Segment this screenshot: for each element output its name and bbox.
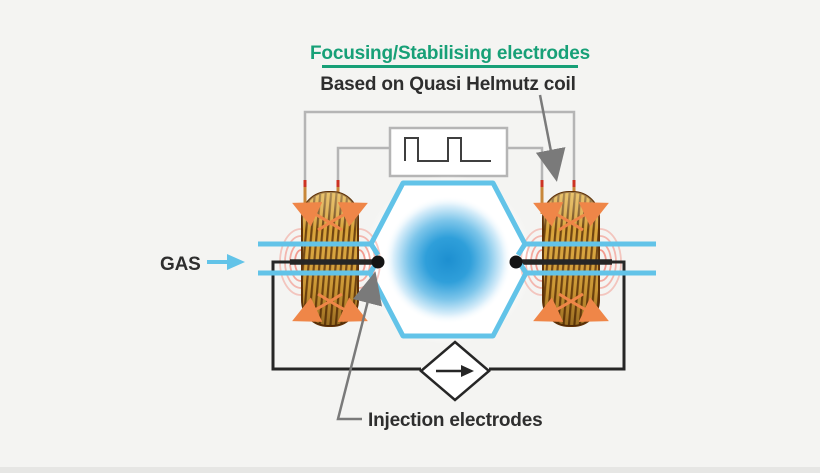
electrode-tip-left: [371, 255, 385, 269]
tube-lower: [258, 270, 656, 339]
arrow-down-right: [317, 292, 368, 322]
diagram-subtitle: Based on Quasi Helmutz coil: [320, 74, 575, 95]
arrow-down-right: [558, 292, 609, 322]
outer-wire: [303, 110, 576, 184]
gas-flow-arrow-head: [227, 254, 245, 270]
annotation-arrow-injection: [336, 271, 383, 421]
lead-tip: [336, 180, 340, 187]
gas-tubes: [258, 180, 656, 339]
injection-label: Injection electrodes: [368, 410, 542, 431]
coil-right: [540, 180, 600, 327]
diagram-title: Focusing/Stabilising electrodes: [310, 43, 590, 64]
arrow-up-right: [317, 202, 368, 232]
inner-wire-left: [336, 146, 390, 184]
electrode-tip-right: [509, 255, 523, 269]
injection-circuit: [271, 259, 626, 371]
current-source-arrow-head: [461, 365, 474, 377]
arrow-up-left: [533, 202, 584, 232]
tube-upper: [258, 180, 656, 247]
bottom-edge-strip: [0, 467, 820, 473]
title-underline: [322, 65, 578, 68]
square-wave-icon: [404, 137, 491, 162]
annotations: [336, 94, 566, 421]
coil-left: [301, 180, 359, 327]
lead-tip: [303, 180, 307, 187]
lead-tip: [572, 180, 576, 187]
arrow-up-right: [558, 202, 609, 232]
gas-label: GAS: [160, 254, 201, 275]
arrow-down-left: [533, 292, 584, 322]
plasma-ball: [384, 196, 512, 324]
arrow-up-left: [292, 202, 343, 232]
annotation-arrow-focusing: [535, 94, 566, 182]
lead-tip: [540, 180, 544, 187]
nozzle-stub: [515, 242, 528, 257]
arrow-down-left: [292, 292, 343, 322]
nozzle-stub: [368, 242, 381, 257]
coil-field-arrows: [292, 202, 609, 322]
